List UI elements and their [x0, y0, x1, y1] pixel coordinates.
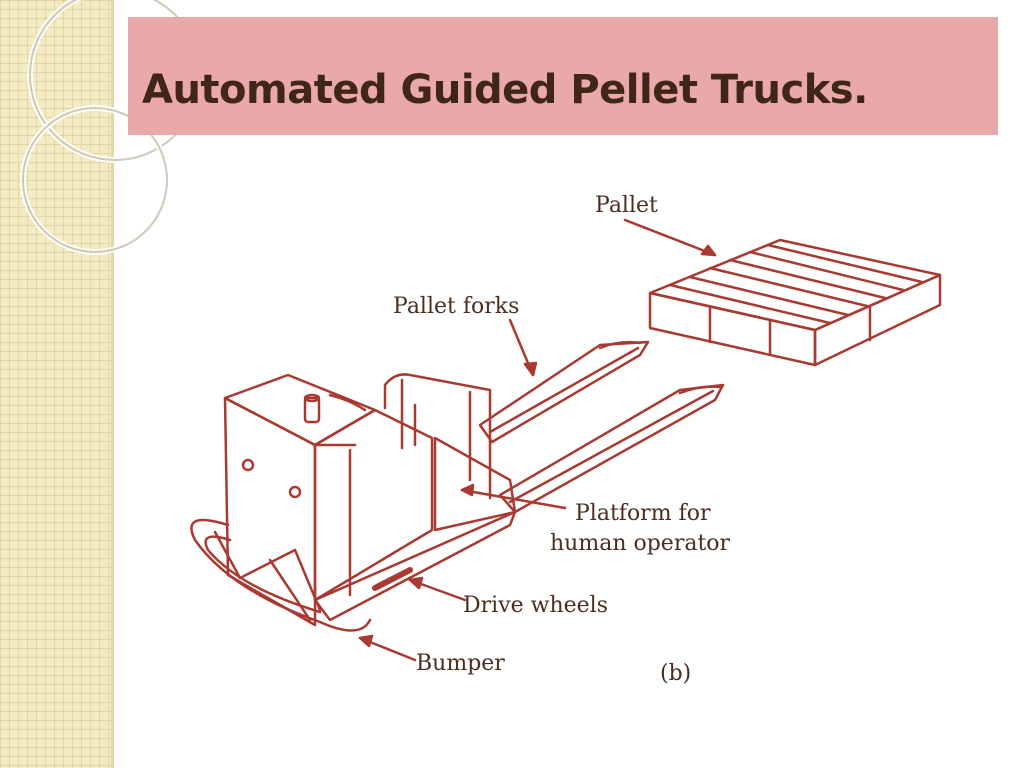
platform-label-line2: human operator — [550, 531, 731, 556]
page-title: Automated Guided Pellet Trucks. — [142, 67, 868, 113]
truck-handle — [383, 373, 492, 500]
figure-tag: (b) — [660, 661, 691, 686]
sidebar-edge — [111, 0, 114, 768]
bumper-label: Bumper — [416, 651, 505, 676]
platform-label-line1: Platform for — [575, 501, 711, 526]
pallet-drawing — [648, 238, 942, 367]
pallet-label: Pallet — [595, 193, 658, 218]
bumper-drawing — [190, 518, 372, 632]
drive-wheels-label: Drive wheels — [463, 593, 608, 618]
fork-lower — [498, 383, 725, 514]
truck-body — [223, 373, 517, 627]
pallet-forks-label: Pallet forks — [393, 294, 519, 319]
agv-pallet-truck-diagram: Pallet Pallet forks Platform for human o… — [190, 193, 942, 686]
sidebar-decoration — [0, 0, 113, 768]
fork-upper — [478, 340, 650, 444]
title-bar: Automated Guided Pellet Trucks. — [128, 17, 998, 135]
leader-arrows — [358, 218, 717, 662]
drive-wheel-mark — [372, 567, 413, 591]
